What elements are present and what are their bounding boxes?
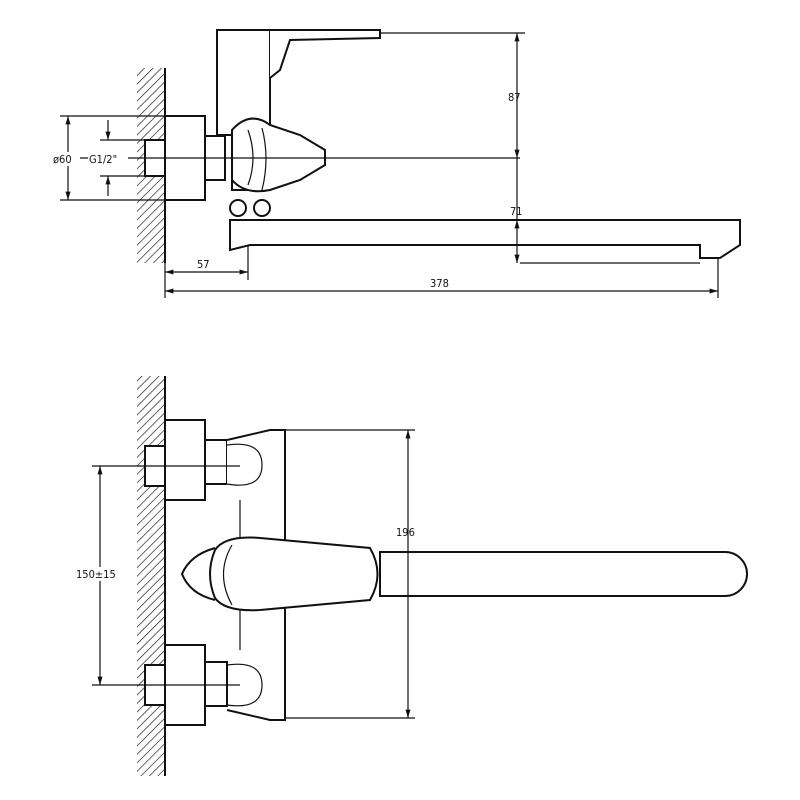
top-view: 196 150±15 [74,376,748,776]
dim-thread-label: G1/2" [89,153,117,166]
wall-hatch-top [137,376,165,776]
handle-top [209,536,379,612]
spout [229,219,741,259]
dim-71-label: 71 [510,205,523,218]
diverter-knob [231,117,326,193]
dim-87-label: 87 [508,91,521,104]
spout-top [379,551,748,597]
dim-57-label: 57 [197,258,210,271]
dim-378-label: 378 [430,277,449,290]
handle [269,29,381,79]
dim-diameter-label: ø60 [53,153,72,166]
side-view: 87 71 ø60 G1/2" 57 378 [52,29,741,298]
dim-center-distance-label: 150±15 [76,568,116,581]
dim-196-label: 196 [396,526,415,539]
